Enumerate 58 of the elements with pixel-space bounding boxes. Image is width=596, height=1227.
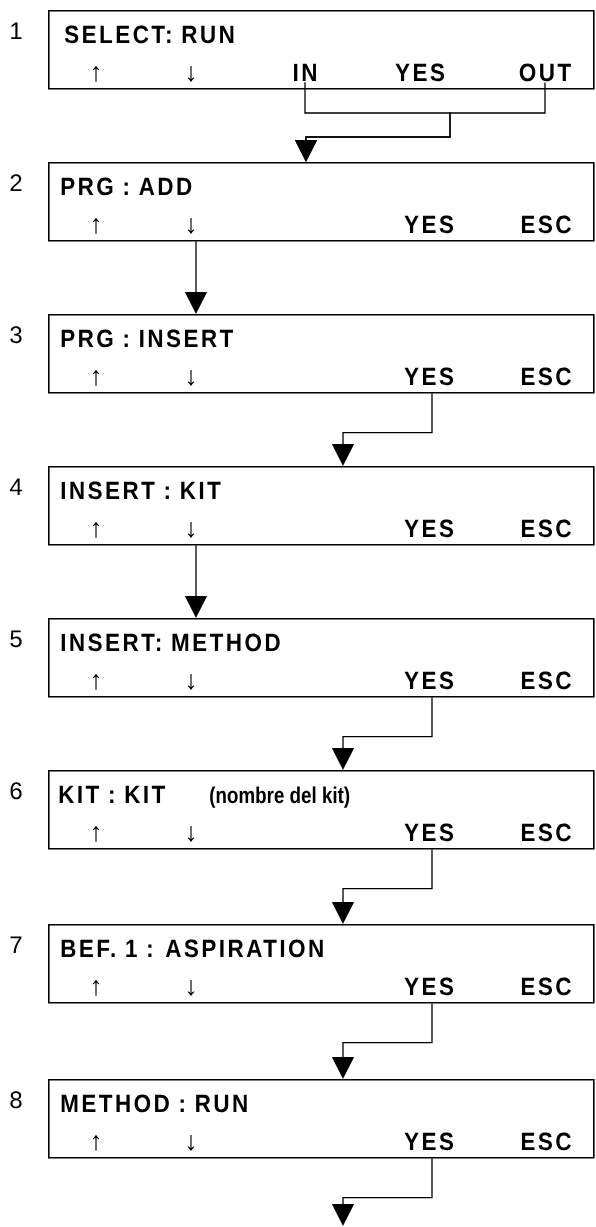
softkey-label: ESC (521, 823, 571, 842)
display-box (10, 162, 595, 242)
softkey-label: YES (404, 977, 454, 996)
step-number: 3 (10, 326, 22, 344)
softkey-label: YES (404, 823, 454, 842)
display-box (9, 466, 595, 546)
softkey-label: ESC (521, 519, 571, 538)
step-number: 5 (10, 630, 22, 648)
arrow-key-symbol: ↓ (187, 369, 195, 386)
arrow-key-symbol: ↓ (187, 673, 195, 690)
softkey-label: ESC (521, 1132, 571, 1151)
arrow-key-symbol: ↓ (187, 825, 195, 842)
arrow-key-symbol: ↓ (187, 217, 195, 234)
screen-text: (nombre del kit) (210, 786, 350, 808)
screen-text: PRG : INSERT (61, 329, 234, 348)
arrow-key-symbol: ↑ (92, 1134, 100, 1151)
step-number: 7 (10, 936, 22, 953)
screen-text: INSERT : KIT (61, 481, 221, 500)
softkey-label: ESC (521, 367, 571, 386)
arrow-key-symbol: ↑ (92, 521, 100, 538)
display-box (10, 1079, 595, 1159)
softkey-label: YES (404, 367, 454, 386)
display-box (10, 618, 595, 698)
screen-text: METHOD : RUN (61, 1094, 247, 1113)
softkey-label: ESC (521, 671, 571, 690)
softkey-label: ESC (521, 215, 571, 234)
display-box (10, 924, 595, 1004)
screen-text: PRG : ADD (61, 177, 192, 196)
softkey-label: YES (404, 519, 454, 538)
screen-text: BEF. 1 : ASPIRATION (61, 939, 323, 958)
softkey-label: YES (404, 1132, 454, 1151)
arrow-key-symbol: ↑ (92, 369, 100, 386)
softkey-label: OUT (519, 63, 571, 82)
arrow-key-symbol: ↑ (92, 673, 100, 690)
arrow-key-symbol: ↑ (92, 65, 100, 82)
softkey-label: YES (404, 215, 454, 234)
step-number: 8 (10, 1091, 22, 1109)
softkey-label: IN (294, 63, 316, 81)
softkey-label: YES (395, 63, 445, 82)
softkey-label: YES (404, 671, 454, 690)
arrow-key-symbol: ↑ (92, 825, 100, 842)
arrow-key-symbol: ↓ (187, 979, 195, 996)
step-number: 2 (10, 174, 22, 191)
step-number: 4 (9, 478, 22, 495)
display-box (10, 770, 595, 850)
screen-text: KIT : KIT (59, 785, 166, 803)
arrow-key-symbol: ↓ (187, 65, 195, 82)
arrow-key-symbol: ↓ (187, 1134, 195, 1151)
softkey-label: ESC (521, 977, 571, 996)
display-box (11, 10, 595, 90)
arrow-key-symbol: ↑ (92, 979, 100, 996)
arrow-key-symbol: ↓ (187, 521, 195, 538)
screen-text: SELECT: RUN (64, 25, 234, 44)
arrow-key-symbol: ↑ (92, 217, 100, 234)
step-number: 1 (11, 22, 22, 39)
step-number: 6 (10, 782, 22, 800)
display-box (10, 314, 595, 394)
screen-text: INSERT: METHOD (61, 633, 280, 652)
